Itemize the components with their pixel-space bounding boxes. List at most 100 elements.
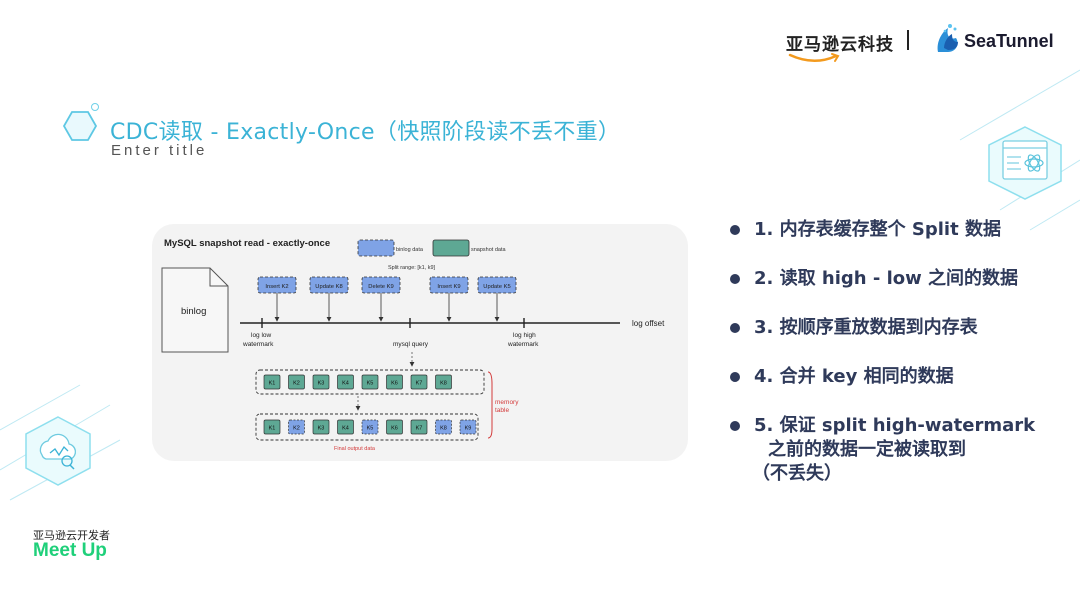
- memory-cell: K3: [312, 374, 330, 390]
- logo-separator: [907, 30, 909, 50]
- output-cell-box: [410, 419, 428, 435]
- output-cell: K3: [312, 419, 330, 435]
- output-cell-label: K5: [367, 426, 374, 432]
- memory-cell: K6: [386, 374, 403, 390]
- low-watermark-label-1: log low: [251, 332, 272, 339]
- memory-cell-box: [361, 374, 379, 390]
- output-cell: K5: [361, 419, 379, 435]
- memory-cell-label: K8: [440, 381, 447, 387]
- memory-cell-label: K4: [342, 381, 349, 387]
- title-dot-icon: [91, 103, 99, 111]
- high-watermark-label-2: watermark: [507, 341, 539, 348]
- legend-snapshot-label: snapshot data: [471, 247, 506, 253]
- memory-cell: K5: [361, 374, 379, 390]
- memory-cell-label: K7: [416, 381, 423, 387]
- binlog-event-box: [309, 276, 349, 294]
- output-cell-label: K1: [269, 426, 276, 432]
- bullet-text: 5. 保证 split high-watermark: [754, 415, 1036, 436]
- binlog-event: Insert K2: [257, 276, 297, 322]
- binlog-event-label: Update K8: [315, 284, 342, 290]
- bullet-dot-icon: [730, 225, 740, 235]
- low-watermark-label-2: watermark: [242, 341, 274, 348]
- amazon-smile-icon: [788, 53, 840, 62]
- meetup-chinese-label: 亚马逊云开发者: [33, 529, 110, 542]
- memory-cell: K1: [263, 374, 281, 390]
- output-cell-box: [263, 419, 281, 435]
- axis-ticks: [261, 318, 525, 328]
- output-cell-label: K3: [318, 426, 325, 432]
- binlog-event-box: [429, 276, 469, 294]
- legend-binlog-swatch: [357, 239, 395, 257]
- bullet-text: 2. 读取 high - low 之间的数据: [754, 268, 1019, 289]
- final-output-label: Final output data: [334, 446, 376, 452]
- output-cell-label: K4: [342, 426, 349, 432]
- bullet-list: 1. 内存表缓存整个 Split 数据 2. 读取 high - low 之间的…: [730, 218, 1060, 511]
- binlog-event: Update K8: [309, 276, 349, 322]
- cloud-analytics-icon: [25, 416, 91, 486]
- meetup-logo-text: Meet Up: [33, 540, 107, 561]
- output-cell-label: K6: [391, 426, 398, 432]
- binlog-event-box: [257, 276, 297, 294]
- output-cell: K8: [435, 419, 452, 435]
- binlog-events: Insert K2 Update K8 Delete K9 Insert K9 Upda…: [257, 276, 517, 322]
- slide-subtitle: Enter title: [111, 142, 208, 159]
- bullet-item-1: 1. 内存表缓存整个 Split 数据: [730, 218, 1060, 242]
- memory-cell-box: [337, 374, 354, 390]
- output-cell: K2: [288, 419, 305, 435]
- bullet-item-3: 3. 按顺序重放数据到内存表: [730, 316, 1060, 340]
- binlog-event: Delete K9: [361, 276, 401, 322]
- title-hexagon-icon: [62, 111, 98, 141]
- memory-cell: K8: [435, 374, 452, 390]
- binlog-document-label: binlog: [181, 306, 206, 317]
- bullet-dot-icon: [730, 421, 740, 431]
- memory-cell-label: K5: [367, 381, 374, 387]
- output-cell: K7: [410, 419, 428, 435]
- output-cell-box: [288, 419, 305, 435]
- memory-cell-box: [386, 374, 403, 390]
- binlog-document-icon: [161, 267, 229, 353]
- bullet-dot-icon: [730, 323, 740, 333]
- output-cell-box: [459, 419, 477, 435]
- amazon-logo-text: 亚马逊云科技: [786, 35, 894, 55]
- binlog-event-label: Insert K2: [265, 284, 288, 290]
- output-cell: K6: [386, 419, 403, 435]
- slide-title: CDC读取 - Exactly-Once（快照阶段读不丢不重）: [110, 120, 621, 145]
- memory-cell: K2: [288, 374, 305, 390]
- memory-cell-label: K1: [269, 381, 276, 387]
- binlog-event-label: Delete K9: [368, 284, 393, 290]
- bullet-text: 3. 按顺序重放数据到内存表: [754, 317, 978, 338]
- memory-cell-box: [435, 374, 452, 390]
- bullet-text: 1. 内存表缓存整个 Split 数据: [754, 219, 1001, 240]
- memory-cell-label: K2: [293, 381, 300, 387]
- binlog-event-box: [361, 276, 401, 294]
- binlog-event-label: Insert K9: [437, 284, 460, 290]
- binlog-document-fold: [209, 268, 228, 287]
- binlog-event: Update K5: [477, 276, 517, 322]
- binlog-event-box: [477, 276, 517, 294]
- output-cell: K4: [337, 419, 354, 435]
- memory-table-label-1: memory: [495, 399, 519, 406]
- output-cell-label: K8: [440, 426, 447, 432]
- memory-cell-box: [410, 374, 428, 390]
- axis-label: log offset: [632, 319, 665, 328]
- memory-cell-box: [263, 374, 281, 390]
- memory-cell: K7: [410, 374, 428, 390]
- seatunnel-logo-icon: [937, 24, 958, 52]
- diagram-card: MySQL snapshot read - exactly-once binlo…: [152, 224, 688, 461]
- output-row-frame: [255, 413, 479, 441]
- bullet-dot-icon: [730, 274, 740, 284]
- output-cell-box: [337, 419, 354, 435]
- memory-cell-box: [312, 374, 330, 390]
- memory-row: K1 K2 K3 K4 K5 K6 K7 K8: [263, 374, 452, 390]
- mysql-query-label: mysql query: [393, 341, 429, 348]
- bullet-text-line3: （不丢失）: [752, 463, 842, 484]
- output-row: K1 K2 K3 K4 K5 K6 K7 K8 K9: [263, 419, 477, 435]
- diagram-heading: MySQL snapshot read - exactly-once: [164, 238, 330, 249]
- output-cell-box: [435, 419, 452, 435]
- output-cell-label: K9: [465, 426, 472, 432]
- exactly-once-diagram: MySQL snapshot read - exactly-once binlo…: [161, 238, 665, 452]
- legend-binlog-label: binlog data: [396, 247, 424, 253]
- memory-cell-box: [288, 374, 305, 390]
